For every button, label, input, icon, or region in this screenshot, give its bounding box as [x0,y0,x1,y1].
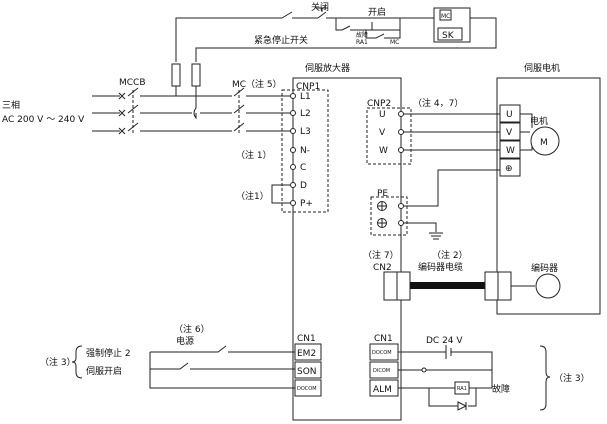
cnp2-terminals: U V W [379,110,500,156]
terminal-l1: L1 [300,92,311,102]
earth-symbol [429,232,443,240]
motor-label: 电机 [530,115,548,127]
note1a-label: （注 1） [236,149,272,161]
sk-label: SK [442,31,455,41]
estop-label: 紧急停止开关 [254,34,308,46]
motor-w: W [506,146,515,156]
left-brace [71,345,83,379]
dc24-label: DC 24 V [426,336,463,346]
terminal-l2: L2 [300,109,311,119]
note2-label: （注 2） [432,249,468,261]
cn1-dicom-label: DICOM [373,368,390,374]
terminal-p: P+ [300,199,313,209]
dc24-source [398,345,493,389]
right-brace [539,345,551,411]
note1b-label: （注1） [236,190,269,202]
cn1-alm-label: ALM [373,385,392,395]
cnp2-u: U [379,110,386,120]
cn1-em2-label: EM2 [297,349,316,359]
pe-connector [370,196,408,236]
ra1-label-top: RA1 [356,39,368,46]
cn1-docom-right-label: DOCOM [372,350,392,356]
note47-label: （注 4，7） [413,97,463,109]
note3-left-label: （注 3） [40,356,76,368]
servo-on-label: 伺服开启 [86,365,122,377]
note6-label: （注 6） [174,323,210,335]
ac-voltage-label: AC 200 V ～ 240 V [2,115,85,125]
cnp1-label: CNP1 [296,82,320,92]
mc-note5-label: MC（注 5） [232,78,282,90]
diode [457,401,468,411]
servo-amp-label: 伺服放大器 [305,62,350,74]
mc-contact-label: MC [390,39,399,46]
cnp2-label: CNP2 [367,99,391,109]
servo-motor-box [496,77,601,315]
terminal-l3: L3 [300,127,311,137]
fuse-2 [191,63,201,87]
motor-v: V [506,128,513,138]
encoder-cable-label: 编码器电缆 [418,261,463,273]
cn1-left-label: CN1 [297,334,316,344]
power-label: 电源 [176,335,194,347]
encoder-cable [410,282,485,289]
servo-amplifier-box [292,77,402,421]
fault-label: 故障 [492,383,510,395]
close-label: 关闭 [311,1,329,13]
motor-u: U [506,110,513,120]
servo-motor-label: 伺服电机 [524,62,560,74]
cnp2-connector [366,107,412,165]
control-circuit: MC SK 关闭 开启 紧急停止开关 故障 RA1 MC [175,1,497,62]
cn2-label: CN2 [373,263,392,273]
cnp2-v: V [379,128,386,138]
cnp2-w: W [379,146,388,156]
cn1-son [294,361,322,379]
three-phase-label: 三相 [2,99,20,111]
cn1-right-label: CN1 [374,334,393,344]
mc-coil [439,9,452,21]
note3-right-label: （注 3） [554,372,590,384]
cnp1-terminals: L1 L2 L3 N- C D P+ （注 1） （注1） [236,92,313,209]
motor-terminals: U V W ⊕ [499,104,533,177]
mccb-label: MCCB [119,78,146,88]
terminal-n: N- [300,146,310,156]
motor-pe: ⊕ [505,164,513,174]
mc-coil-label: MC [441,13,450,20]
ra1-coil-label: RA1 [457,386,467,392]
note7-label: （注 7） [363,249,399,261]
encoder-symbol [535,273,561,299]
encoder-label: 编码器 [531,262,558,274]
cnp1-connector [281,89,329,213]
terminal-d: D [300,181,307,191]
forced-stop-label: 强制停止 2 [86,347,131,359]
motor-m-label: M [540,138,548,148]
fuse-1 [171,63,181,87]
motor-symbol [530,126,560,156]
power-lines: 三相 AC 200 V ～ 240 V MCCB MC（注 5） [2,78,293,135]
open-label: 开启 [368,6,386,18]
pe-label: PE [377,189,388,199]
sk-box [437,27,463,41]
terminal-c: C [300,163,306,173]
cn1-docom-left-label: DOCOM [297,386,317,392]
fault-label-top: 故障 [356,31,368,39]
cn1-son-label: SON [297,367,317,377]
ra1-coil [454,381,470,395]
